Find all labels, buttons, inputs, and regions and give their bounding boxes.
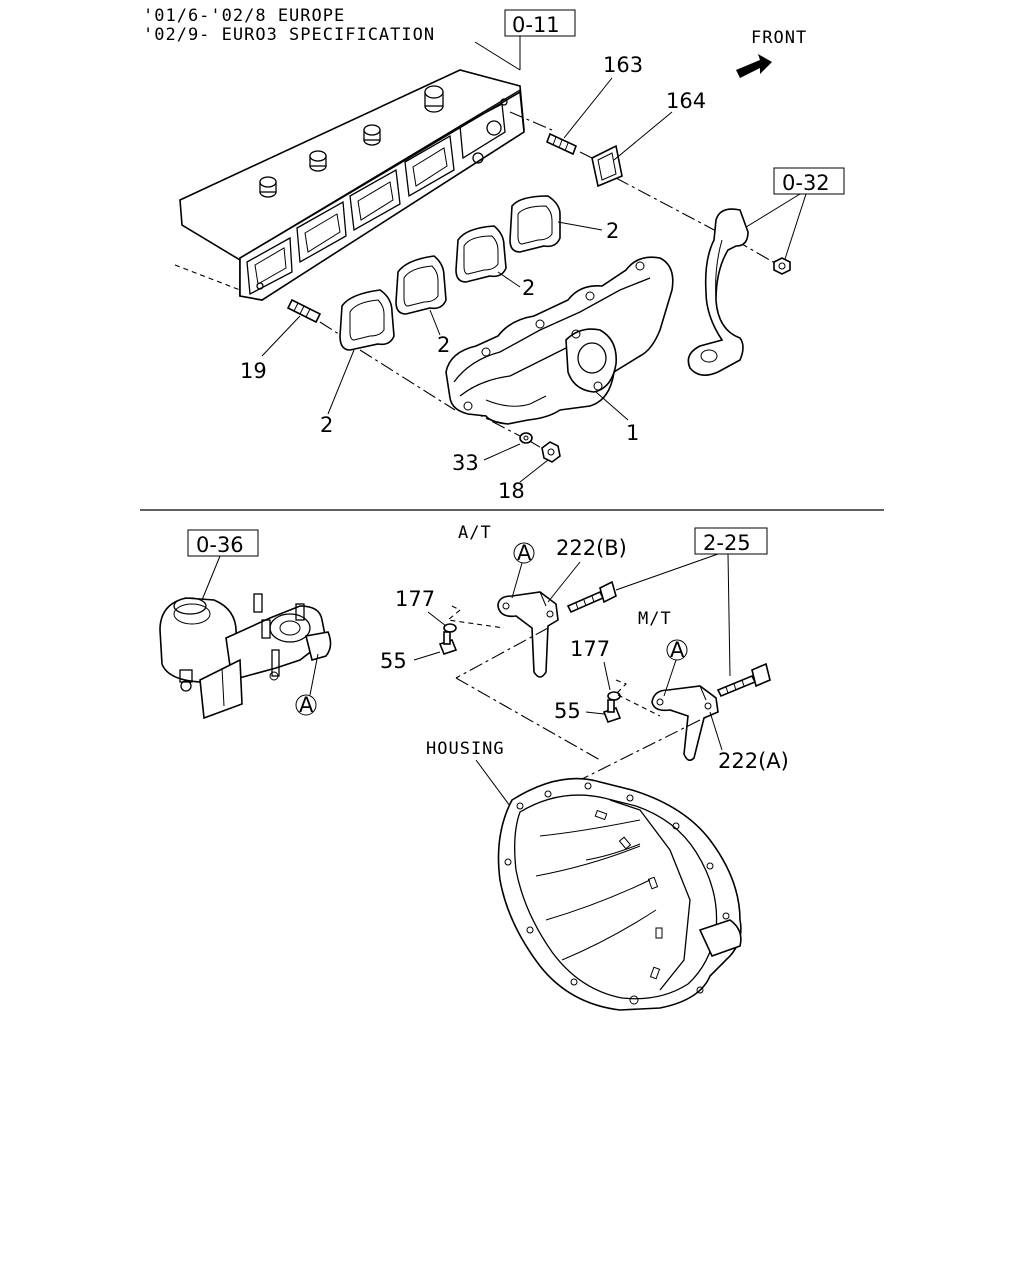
label-18: 18 xyxy=(498,479,525,503)
egr-pipe[interactable] xyxy=(687,208,749,376)
ref-box-0-36[interactable]: 0-36 xyxy=(187,529,259,557)
svg-text:0-36: 0-36 xyxy=(196,533,244,557)
label-55-mt: 55 xyxy=(554,699,581,723)
label-33: 33 xyxy=(452,451,479,475)
transmission-housing[interactable] xyxy=(497,777,742,1011)
bracket-222a[interactable] xyxy=(651,685,719,762)
bolt-2-25-upper[interactable] xyxy=(566,580,617,614)
washer-33[interactable] xyxy=(519,432,533,444)
stud-163[interactable] xyxy=(545,132,578,156)
nut-18[interactable] xyxy=(541,441,561,463)
svg-text:0-32: 0-32 xyxy=(782,171,830,195)
gasket-2-c[interactable] xyxy=(455,225,507,283)
label-at: A/T xyxy=(458,523,492,543)
label-2-d: 2 xyxy=(606,219,619,243)
gasket-2-d[interactable] xyxy=(509,195,561,253)
circle-a-marker-1: A xyxy=(295,693,317,717)
gasket-164[interactable] xyxy=(591,144,623,188)
svg-text:0-11: 0-11 xyxy=(512,13,560,37)
label-2-c: 2 xyxy=(522,276,535,300)
label-19: 19 xyxy=(240,359,267,383)
ref-box-2-25[interactable]: 2-25 xyxy=(694,527,768,555)
label-177-at: 177 xyxy=(395,587,435,611)
ref-box-0-32[interactable]: 0-32 xyxy=(773,167,845,195)
gasket-2-b[interactable] xyxy=(395,255,447,315)
bolt-2-25-lower[interactable] xyxy=(716,662,771,698)
gasket-2-a[interactable] xyxy=(339,289,395,351)
label-222b: 222(B) xyxy=(556,536,627,560)
egr-valve-assembly[interactable] xyxy=(159,593,332,720)
stud-19[interactable] xyxy=(286,298,322,324)
circle-a-marker-2: A xyxy=(513,541,535,565)
svg-text:2-25: 2-25 xyxy=(703,531,751,555)
bracket-222b[interactable] xyxy=(497,591,559,678)
label-55-at: 55 xyxy=(380,649,407,673)
bolt-55-at[interactable] xyxy=(438,631,458,655)
front-label: FRONT xyxy=(751,28,807,48)
label-1: 1 xyxy=(626,421,639,445)
exhaust-manifold-1[interactable] xyxy=(445,256,674,425)
washer-177-mt[interactable] xyxy=(607,691,621,701)
label-mt: M/T xyxy=(638,609,672,629)
svg-text:A: A xyxy=(299,693,314,717)
ref-box-0-11[interactable]: 0-11 xyxy=(504,9,576,37)
svg-text:A: A xyxy=(517,541,532,565)
washer-177-at[interactable] xyxy=(443,623,457,633)
front-arrow-icon xyxy=(736,54,772,78)
circle-a-marker-3: A xyxy=(666,638,688,662)
label-222a: 222(A) xyxy=(718,749,789,773)
label-2-a: 2 xyxy=(320,413,333,437)
label-housing: HOUSING xyxy=(426,739,505,759)
note-europe: '01/6-'02/8 EUROPE xyxy=(143,6,345,26)
cylinder-head xyxy=(179,69,525,301)
label-177-mt: 177 xyxy=(570,637,610,661)
note-euro3: '02/9- EURO3 SPECIFICATION xyxy=(143,25,435,45)
label-164: 164 xyxy=(666,89,706,113)
label-2-b: 2 xyxy=(437,333,450,357)
bolt-55-mt[interactable] xyxy=(602,699,622,723)
nut-0-32[interactable] xyxy=(773,257,791,275)
label-163: 163 xyxy=(603,53,643,77)
svg-text:A: A xyxy=(670,638,685,662)
